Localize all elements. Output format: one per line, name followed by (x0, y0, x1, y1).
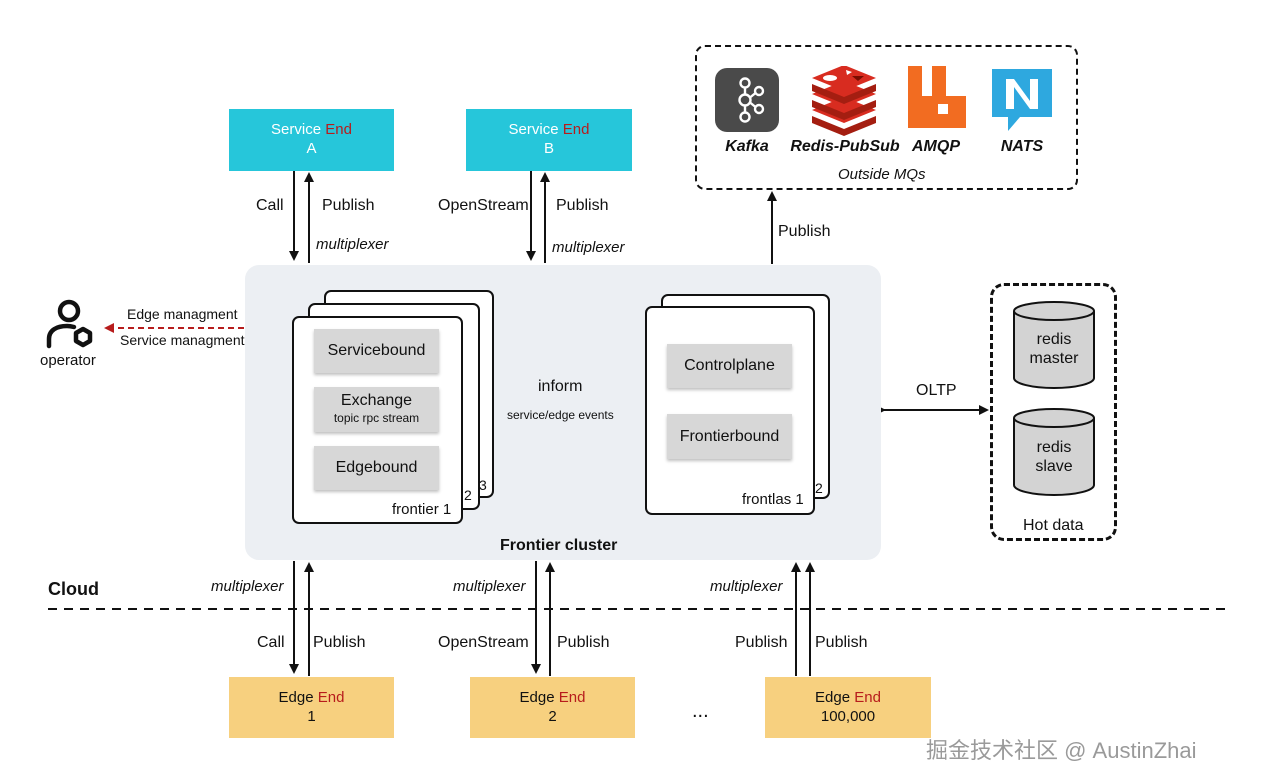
edge-2-openstream-label: OpenStream (438, 634, 529, 651)
kafka-icon (715, 68, 779, 132)
redis-pubsub-icon (808, 65, 880, 136)
redis-master-cylinder (1012, 300, 1096, 390)
frontlas-instance-1 (645, 306, 815, 515)
outside-mqs-caption: Outside MQs (838, 166, 926, 183)
frontier-instance-label: frontier 1 (392, 501, 452, 518)
nats-icon (992, 69, 1052, 131)
outside-mqs-group (695, 45, 1078, 190)
edge-end-1: Edge End 1 (229, 677, 394, 738)
edge-2-publish-label: Publish (557, 634, 610, 651)
operator-icon (45, 299, 97, 349)
edge-2-mux-label: multiplexer (453, 578, 526, 595)
hot-data-group (990, 283, 1117, 541)
service-end-b: Service End B (466, 109, 632, 171)
redis-master-label: redis master (1029, 331, 1079, 367)
frontier-cluster-title: Frontier cluster (500, 537, 618, 554)
service-b-publish-label: Publish (556, 197, 609, 214)
edge-n-publish-right-label: Publish (815, 634, 868, 651)
service-management-label: Service managment (120, 332, 245, 348)
exchange-module: Exchange topic rpc stream (314, 387, 439, 432)
servicebound-module: Servicebound (314, 329, 439, 373)
redis-slave-cylinder (1012, 407, 1096, 497)
oltp-label: OLTP (916, 382, 957, 399)
edge-management-label: Edge managment (127, 306, 238, 322)
service-a-publish-label: Publish (322, 197, 375, 214)
hot-data-caption: Hot data (1023, 517, 1084, 534)
edge-1-call-label: Call (257, 634, 285, 651)
inform-subtitle: service/edge events (507, 408, 614, 422)
mq-nats-label: NATS (1000, 138, 1044, 155)
frontierbound-module: Frontierbound (667, 414, 792, 459)
service-end-a: Service End A (229, 109, 394, 171)
edge-end-100000: Edge End 100,000 (765, 677, 931, 738)
frontlas-stack-2-label: 2 (815, 480, 823, 496)
exchange-subtitle: topic rpc stream (333, 411, 420, 425)
edge-n-mux-label: multiplexer (710, 578, 783, 595)
service-a-call-label: Call (256, 197, 284, 214)
cloud-label: Cloud (48, 579, 99, 599)
frontlas-instance-label: frontlas 1 (742, 491, 804, 508)
edge-ellipsis: ... (692, 700, 709, 722)
edge-end-2: Edge End 2 (470, 677, 635, 738)
service-b-mux-label: multiplexer (552, 239, 625, 256)
frontier-stack-2-label: 2 (464, 487, 472, 503)
mq-redis-pubsub-label: Redis-PubSub (790, 138, 900, 155)
exchange-title: Exchange (340, 392, 413, 409)
amqp-icon (908, 66, 966, 128)
frontier-stack-3-label: 3 (479, 477, 487, 493)
service-a-mux-label: multiplexer (316, 236, 389, 253)
service-b-openstream-label: OpenStream (438, 197, 529, 214)
mq-kafka-label: Kafka (725, 138, 769, 155)
inform-label: inform (538, 378, 583, 395)
edge-1-mux-label: multiplexer (211, 578, 284, 595)
mq-amqp-label: AMQP (912, 138, 960, 155)
edge-1-publish-label: Publish (313, 634, 366, 651)
edge-n-publish-left-label: Publish (735, 634, 788, 651)
edgebound-module: Edgebound (314, 446, 439, 490)
mq-publish-label: Publish (778, 223, 831, 240)
operator-label: operator (40, 352, 96, 369)
redis-slave-label: redis slave (1035, 439, 1073, 475)
watermark: 掘金技术社区 @ AustinZhai (926, 738, 1197, 763)
controlplane-module: Controlplane (667, 344, 792, 388)
